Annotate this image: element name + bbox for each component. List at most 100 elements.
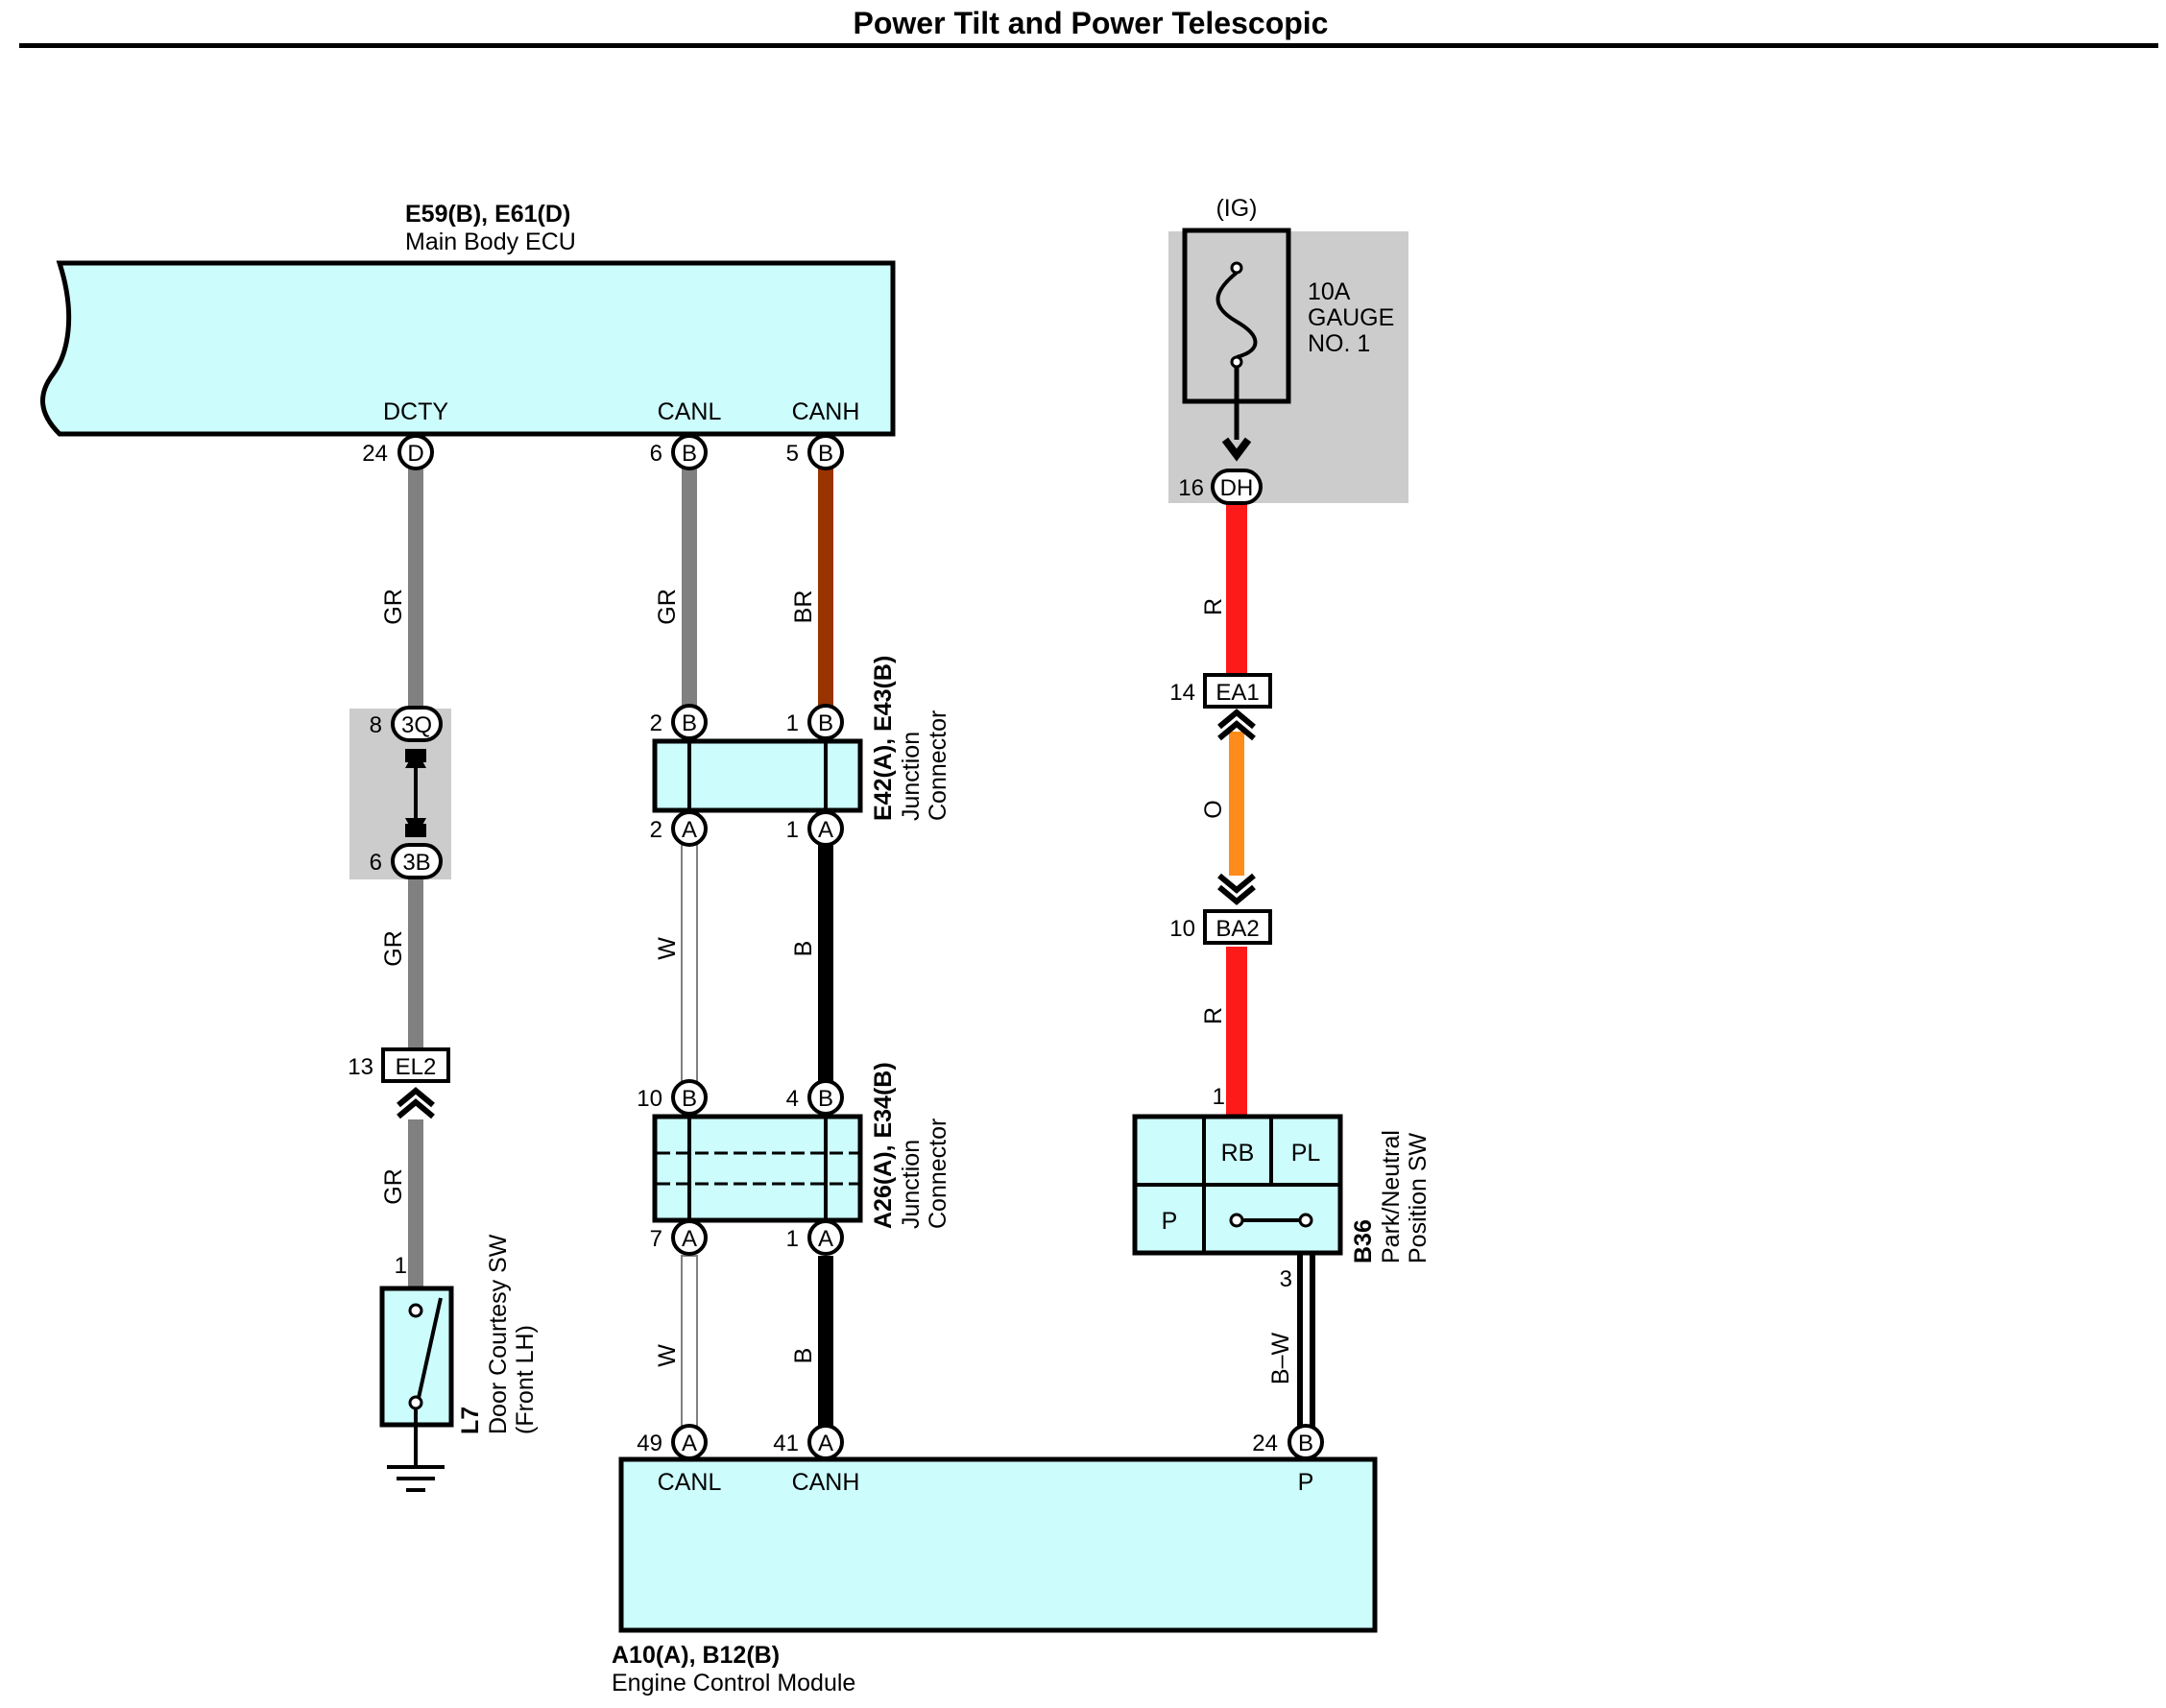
svg-text:16: 16 xyxy=(1178,475,1204,501)
svg-text:10: 10 xyxy=(637,1086,662,1112)
inline-connector-3b: 3B 6 xyxy=(370,843,443,879)
ecm-pin-label-canl: CANL xyxy=(658,1469,722,1496)
wire-label-canh-bottom: B xyxy=(790,1348,817,1364)
pn-sw-cell-p: P xyxy=(1162,1208,1178,1235)
pn-sw-pin-bottom: 3 xyxy=(1280,1266,1292,1292)
wire-label-ba2-out: R xyxy=(1200,1007,1227,1024)
svg-text:EL2: EL2 xyxy=(396,1054,437,1080)
svg-text:D: D xyxy=(407,441,423,467)
junction-upper-pin-bottom-left: A 2 xyxy=(650,810,708,847)
door-sw-line1: Door Courtesy SW xyxy=(485,1234,512,1434)
svg-text:B: B xyxy=(818,710,833,736)
svg-text:BA2: BA2 xyxy=(1215,916,1259,942)
wire-label-dcty-top: GR xyxy=(380,589,407,625)
ecu-pin-canh: B 5 xyxy=(786,434,844,470)
wire-label-canl-bottom: W xyxy=(654,1344,681,1367)
svg-text:13: 13 xyxy=(348,1054,373,1080)
svg-text:10: 10 xyxy=(1169,916,1195,942)
junction-lower-ref: A26(A), E34(B) xyxy=(870,1062,897,1229)
svg-text:4: 4 xyxy=(786,1086,799,1112)
ecu-pin-label-dcty: DCTY xyxy=(383,398,448,425)
svg-text:1: 1 xyxy=(786,710,799,736)
svg-text:41: 41 xyxy=(773,1431,799,1456)
ecm-pin-label-canh: CANH xyxy=(792,1469,860,1496)
inline-connector-ba2: BA2 10 xyxy=(1169,873,1272,945)
wire-label-canh-top: BR xyxy=(790,590,817,624)
svg-text:B: B xyxy=(682,1086,697,1112)
svg-text:1: 1 xyxy=(786,1226,799,1252)
pn-sw-line2: Position SW xyxy=(1405,1132,1432,1263)
pn-sw-pin-top: 1 xyxy=(1213,1084,1225,1110)
pn-sw-ref: B36 xyxy=(1350,1219,1377,1263)
wire-label-canh-mid: B xyxy=(790,941,817,957)
main-body-ecu-name: Main Body ECU xyxy=(405,229,576,255)
junction-lower-line1: Junction xyxy=(898,1140,925,1229)
ecm-pin-canl: A 49 xyxy=(637,1424,708,1460)
svg-text:A: A xyxy=(682,1431,697,1456)
svg-text:6: 6 xyxy=(370,850,382,876)
ecm-pin-label-p: P xyxy=(1298,1469,1314,1496)
svg-text:B: B xyxy=(682,441,697,467)
junction-lower-pin-top-right: B 4 xyxy=(786,1079,844,1116)
pn-sw-cell-pl: PL xyxy=(1291,1140,1321,1167)
fuse-pin-dh: DH 16 xyxy=(1178,469,1263,505)
junction-upper-pin-top-left: B 2 xyxy=(650,704,708,740)
ground-icon xyxy=(387,1408,445,1492)
wire-label-ea1-ba2: O xyxy=(1200,800,1227,818)
inline-connector-ea1: EA1 14 xyxy=(1169,673,1272,741)
junction-connector-upper xyxy=(652,738,863,813)
svg-text:A: A xyxy=(818,1431,833,1456)
svg-text:B: B xyxy=(1298,1431,1313,1456)
ecm-box xyxy=(618,1456,1378,1633)
wire-label-p: B–W xyxy=(1267,1333,1294,1385)
svg-text:3B: 3B xyxy=(402,850,430,876)
ecm-pin-p: B 24 xyxy=(1252,1424,1324,1460)
wire-label-dcty-bottom: GR xyxy=(380,1168,407,1205)
page-title: Power Tilt and Power Telescopic xyxy=(854,6,1329,40)
svg-text:5: 5 xyxy=(786,441,799,467)
svg-text:7: 7 xyxy=(650,1226,662,1252)
pn-sw-box xyxy=(1132,1114,1343,1256)
svg-text:B: B xyxy=(818,441,833,467)
junction-upper-line1: Junction xyxy=(898,732,925,821)
svg-text:DH: DH xyxy=(1220,475,1254,501)
wire-label-canl-mid: W xyxy=(654,937,681,960)
ecm-name: Engine Control Module xyxy=(612,1670,855,1696)
ecu-pin-canl: B 6 xyxy=(650,434,708,470)
junction-lower-pin-bottom-right: A 1 xyxy=(786,1219,844,1256)
ecm-ref: A10(A), B12(B) xyxy=(612,1642,780,1669)
fuse-supply-label: (IG) xyxy=(1215,195,1257,222)
ecu-pin-label-canl: CANL xyxy=(658,398,722,425)
fuse-rating: 10A xyxy=(1308,278,1351,305)
svg-text:6: 6 xyxy=(650,441,662,467)
wire-label-canl-top: GR xyxy=(654,589,681,625)
inline-3q-3b-link xyxy=(405,749,426,837)
svg-text:A: A xyxy=(818,817,833,843)
main-body-ecu-ref: E59(B), E61(D) xyxy=(405,201,570,228)
junction-upper-line2: Connector xyxy=(925,710,951,821)
svg-text:24: 24 xyxy=(1252,1431,1278,1456)
junction-lower-pin-top-left: B 10 xyxy=(637,1079,708,1116)
wire-label-dcty-mid: GR xyxy=(380,930,407,967)
door-sw-ref: L7 xyxy=(457,1407,484,1434)
svg-text:49: 49 xyxy=(637,1431,662,1456)
fuse-icon xyxy=(1215,261,1258,462)
inline-connector-el2: EL2 13 xyxy=(348,1047,450,1119)
fuse-name-line1: GAUGE xyxy=(1308,304,1394,331)
title-rule xyxy=(19,43,2158,48)
main-body-ecu-box xyxy=(40,260,896,437)
junction-lower-pin-bottom-left: A 7 xyxy=(650,1219,708,1256)
svg-text:8: 8 xyxy=(370,712,382,738)
svg-text:A: A xyxy=(682,1226,697,1252)
svg-text:EA1: EA1 xyxy=(1215,680,1259,706)
junction-upper-pin-top-right: B 1 xyxy=(786,704,844,740)
svg-text:24: 24 xyxy=(362,441,388,467)
door-sw-pin: 1 xyxy=(395,1253,407,1279)
ecu-pin-label-canh: CANH xyxy=(792,398,860,425)
svg-text:B: B xyxy=(682,710,697,736)
pn-sw-cell-rb: RB xyxy=(1221,1140,1255,1167)
svg-text:A: A xyxy=(682,817,697,843)
junction-connector-lower xyxy=(652,1114,863,1223)
ecm-pin-canh: A 41 xyxy=(773,1424,844,1460)
